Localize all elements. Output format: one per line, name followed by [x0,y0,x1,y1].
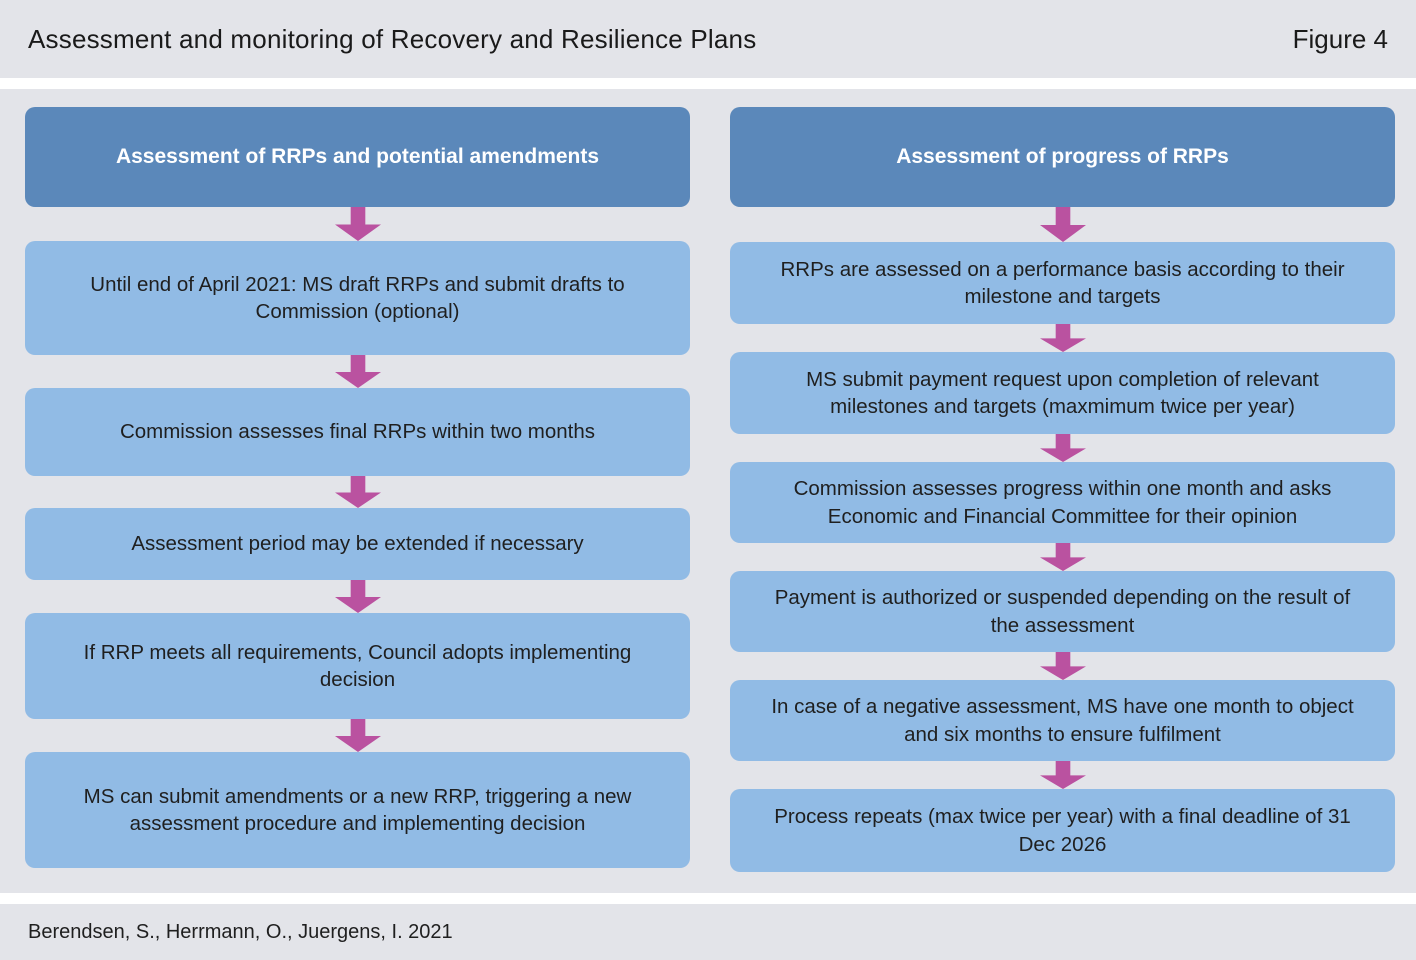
flow-box: Commission assesses progress within one … [730,462,1395,543]
page-title: Assessment and monitoring of Recovery an… [28,23,757,54]
flow-arrow-down-icon [25,476,690,508]
flow-box: Until end of April 2021: MS draft RRPs a… [25,241,690,355]
title-bar: Assessment and monitoring of Recovery an… [0,0,1416,78]
source-citation: Berendsen, S., Herrmann, O., Juergens, I… [28,920,453,943]
flow-box: Process repeats (max twice per year) wit… [730,789,1395,872]
bottom-separator [0,893,1416,904]
flow-box: In case of a negative assessment, MS hav… [730,680,1395,761]
column-assessment-of-rrps: Assessment of RRPs and potential amendme… [25,107,690,893]
flowchart-area: Assessment of RRPs and potential amendme… [0,89,1416,893]
column-header-box: Assessment of RRPs and potential amendme… [25,107,690,207]
column-assessment-of-progress: Assessment of progress of RRPs RRPs are … [730,107,1395,893]
flow-arrow-down-icon [730,761,1395,789]
flow-box: Payment is authorized or suspended depen… [730,571,1395,652]
figure-number: Figure 4 [1292,23,1388,54]
flow-arrow-down-icon [25,719,690,752]
flow-arrow-down-icon [25,207,690,241]
flow-arrow-down-icon [25,355,690,388]
top-separator [0,78,1416,89]
flow-box: Assessment period may be extended if nec… [25,508,690,580]
flow-box: RRPs are assessed on a performance basis… [730,242,1395,324]
flow-arrow-down-icon [730,324,1395,352]
flow-box: MS can submit amendments or a new RRP, t… [25,752,690,868]
column-header-box: Assessment of progress of RRPs [730,107,1395,207]
flow-box: MS submit payment request upon completio… [730,352,1395,434]
footer-bar: Berendsen, S., Herrmann, O., Juergens, I… [0,904,1416,960]
flow-arrow-down-icon [730,652,1395,680]
flow-box: If RRP meets all requirements, Council a… [25,613,690,719]
flow-box: Commission assesses final RRPs within tw… [25,388,690,476]
flow-arrow-down-icon [25,580,690,613]
flow-arrow-down-icon [730,543,1395,571]
flow-arrow-down-icon [730,434,1395,462]
flow-arrow-down-icon [730,207,1395,242]
